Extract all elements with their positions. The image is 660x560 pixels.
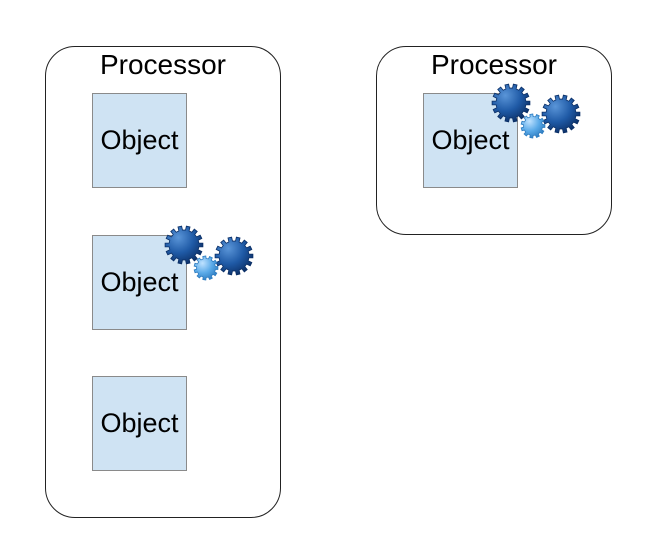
small-gear-icon (193, 255, 219, 281)
object-box: Object (92, 93, 187, 188)
gears-icon (491, 83, 581, 139)
small-gear-icon (520, 113, 546, 139)
large-gear-icon (164, 225, 204, 265)
object-label: Object (431, 125, 510, 155)
object-box: Object (92, 235, 187, 330)
large-gear-icon (491, 83, 531, 123)
object-box: Object (92, 376, 187, 471)
object-label: Object (100, 408, 179, 438)
gears-icon (164, 225, 254, 281)
large-gear-icon (214, 236, 254, 276)
processor-title: Processor (99, 49, 227, 80)
large-gear-icon (541, 94, 581, 134)
object-label: Object (100, 267, 179, 297)
object-label: Object (100, 125, 179, 155)
processor-title: Processor (430, 49, 558, 80)
